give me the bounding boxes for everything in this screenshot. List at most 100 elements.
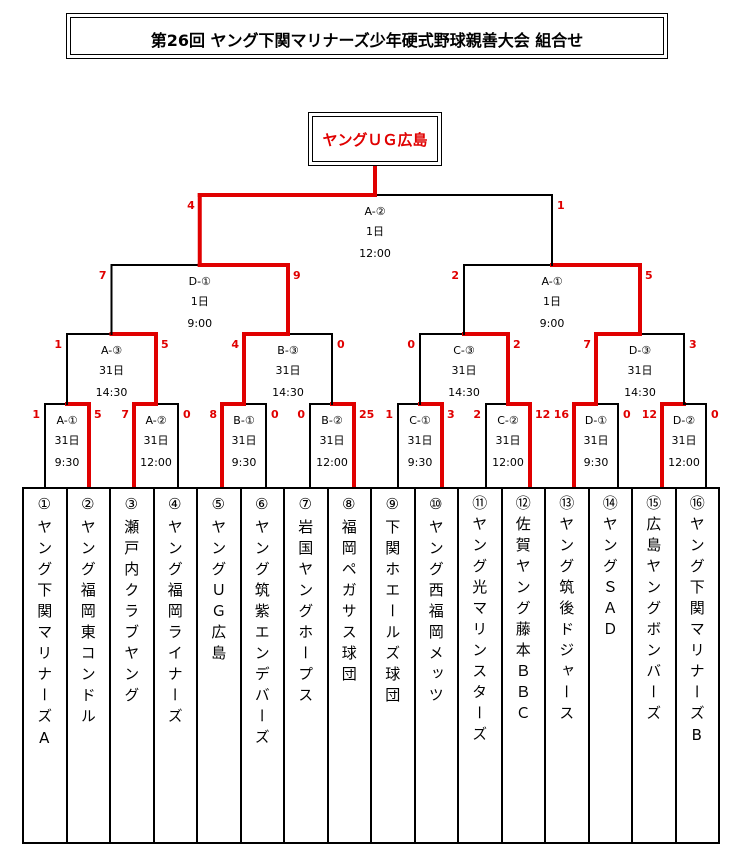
score-left: 0 xyxy=(297,408,305,421)
match-time: 12:00 xyxy=(316,456,348,469)
score-left: 7 xyxy=(99,269,107,282)
team-name: ⑭ヤングＳＡＤ xyxy=(600,495,619,642)
score-left: 1 xyxy=(54,338,62,351)
team-slot-13: ⑬ヤング筑後ドジャース xyxy=(546,489,590,842)
team-name: ④ヤング福岡ライナーズ xyxy=(165,495,184,729)
match-id: C-③ xyxy=(453,344,475,357)
match-id: D-① xyxy=(189,275,211,288)
match-day: 31日 xyxy=(628,364,653,377)
match-id: B-② xyxy=(321,414,343,427)
team-slot-8: ⑧福岡ペガサス球団 xyxy=(329,489,372,842)
match-time: 9:30 xyxy=(584,456,609,469)
score-right: 0 xyxy=(623,408,631,421)
match-time: 9:00 xyxy=(187,317,212,330)
score-left: 7 xyxy=(583,338,591,351)
match-day: 1日 xyxy=(191,295,209,308)
team-slot-11: ⑪ヤング光マリンスターズ xyxy=(459,489,503,842)
match-id: D-③ xyxy=(629,344,651,357)
team-name: ②ヤング福岡東コンドル xyxy=(78,495,97,729)
score-right: 0 xyxy=(271,408,279,421)
match-day: 1日 xyxy=(543,295,561,308)
score-left: 1 xyxy=(385,408,393,421)
match-id: D-② xyxy=(673,414,695,427)
match-time: 14:30 xyxy=(96,386,128,399)
team-slot-3: ③瀬戸内クラブヤング xyxy=(111,489,155,842)
score-right: 0 xyxy=(337,338,345,351)
team-name: ⑯ヤング下関マリナーズB xyxy=(687,495,706,750)
match-time: 12:00 xyxy=(140,456,172,469)
match-day: 1日 xyxy=(366,225,384,238)
score-left: 4 xyxy=(187,199,195,212)
match-day: 31日 xyxy=(496,434,521,447)
team-slot-1: ①ヤング下関マリナーズA xyxy=(24,489,68,842)
match-id: B-① xyxy=(233,414,255,427)
match-day: 31日 xyxy=(408,434,433,447)
score-right: 5 xyxy=(94,408,102,421)
team-slot-5: ⑤ヤングＵＧ広島 xyxy=(198,489,242,842)
match-time: 9:30 xyxy=(232,456,257,469)
score-left: 2 xyxy=(473,408,481,421)
team-slot-9: ⑨下関ホエールズ球団 xyxy=(372,489,416,842)
match-day: 31日 xyxy=(452,364,477,377)
champion-name: ヤングＵＧ広島 xyxy=(322,131,428,149)
team-slot-7: ⑦岩国ヤングホープス xyxy=(285,489,329,842)
match-time: 14:30 xyxy=(624,386,656,399)
score-left: 2 xyxy=(451,269,459,282)
match-id: D-① xyxy=(585,414,607,427)
match-id: B-③ xyxy=(277,344,299,357)
match-time: 14:30 xyxy=(448,386,480,399)
match-time: 9:00 xyxy=(540,317,565,330)
match-time: 14:30 xyxy=(272,386,304,399)
score-right: 0 xyxy=(711,408,719,421)
match-day: 31日 xyxy=(99,364,124,377)
match-time: 9:30 xyxy=(408,456,433,469)
team-name: ③瀬戸内クラブヤング xyxy=(122,495,141,708)
team-slot-2: ②ヤング福岡東コンドル xyxy=(68,489,111,842)
match-day: 31日 xyxy=(584,434,609,447)
team-slot-6: ⑥ヤング筑紫エンデバーズ xyxy=(242,489,285,842)
team-name: ①ヤング下関マリナーズA xyxy=(35,495,54,753)
match-id: A-① xyxy=(541,275,562,288)
score-left: 1 xyxy=(32,408,40,421)
match-id: A-② xyxy=(145,414,166,427)
team-name: ⑪ヤング光マリンスターズ xyxy=(470,495,489,747)
score-right: 2 xyxy=(513,338,521,351)
team-name: ⑨下関ホエールズ球団 xyxy=(383,495,402,708)
team-name: ⑤ヤングＵＧ広島 xyxy=(209,495,228,666)
match-time: 12:00 xyxy=(492,456,524,469)
score-left: 12 xyxy=(642,408,657,421)
score-left: 7 xyxy=(121,408,129,421)
score-right: 3 xyxy=(447,408,455,421)
match-day: 31日 xyxy=(55,434,80,447)
match-time: 9:30 xyxy=(55,456,80,469)
match-time: 12:00 xyxy=(668,456,700,469)
match-day: 31日 xyxy=(276,364,301,377)
team-slot-15: ⑮広島ヤングボンバーズ xyxy=(633,489,677,842)
match-day: 31日 xyxy=(320,434,345,447)
score-left: 8 xyxy=(209,408,217,421)
score-right: 3 xyxy=(689,338,697,351)
score-left: 0 xyxy=(407,338,415,351)
match-day: 31日 xyxy=(144,434,169,447)
team-name: ⑫佐賀ヤング藤本ＢＢＣ xyxy=(513,495,532,726)
match-id: A-③ xyxy=(101,344,122,357)
team-slot-10: ⑩ヤング西福岡メッツ xyxy=(416,489,459,842)
team-name: ⑬ヤング筑後ドジャース xyxy=(557,495,576,726)
match-day: 31日 xyxy=(232,434,257,447)
team-name: ⑮広島ヤングボンバーズ xyxy=(644,495,663,726)
match-id: A-② xyxy=(364,205,385,218)
team-name: ⑩ヤング西福岡メッツ xyxy=(426,495,445,708)
score-left: 4 xyxy=(231,338,239,351)
match-id: C-② xyxy=(497,414,519,427)
match-time: 12:00 xyxy=(359,247,391,260)
team-name: ⑧福岡ペガサス球団 xyxy=(339,495,358,687)
team-list: ①ヤング下関マリナーズA ②ヤング福岡東コンドル ③瀬戸内クラブヤング ④ヤング… xyxy=(22,487,720,844)
score-right: 1 xyxy=(557,199,565,212)
team-slot-14: ⑭ヤングＳＡＤ xyxy=(590,489,633,842)
team-slot-4: ④ヤング福岡ライナーズ xyxy=(155,489,198,842)
match-id: C-① xyxy=(409,414,431,427)
score-right: 9 xyxy=(293,269,301,282)
champion-box: ヤングＵＧ広島 xyxy=(308,112,442,166)
team-slot-16: ⑯ヤング下関マリナーズB xyxy=(677,489,719,842)
